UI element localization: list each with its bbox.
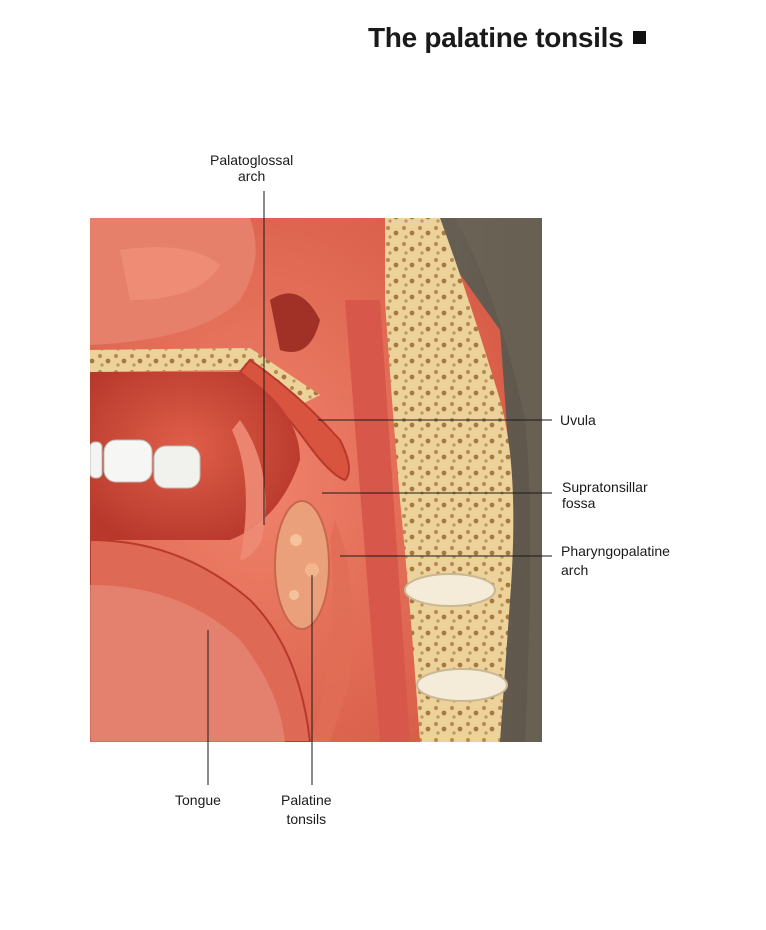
pharyngopalatine-fold xyxy=(310,520,353,742)
label-uvula: Uvula xyxy=(560,412,596,428)
page-title: The palatine tonsils xyxy=(368,22,647,54)
palatoglossal-fold xyxy=(232,420,266,560)
pharynx-wall xyxy=(345,300,410,742)
label-palatoglossal-arch: Palatoglossal arch xyxy=(210,152,294,184)
intervertebral-disc xyxy=(404,573,496,607)
leader-lines xyxy=(207,191,552,785)
label-pharyngopalatine-arch: Pharyngopalatine arch xyxy=(561,543,670,578)
teeth xyxy=(90,439,201,489)
label-supratonsillar-fossa: Supratonsillar fossa xyxy=(562,479,648,511)
page-title-text: The palatine tonsils xyxy=(368,22,624,53)
label-palatine-tonsils: Palatine tonsils xyxy=(281,792,332,827)
intervertebral-disc xyxy=(416,668,508,702)
label-tongue: Tongue xyxy=(175,792,221,808)
title-square-icon xyxy=(633,31,647,44)
cervical-spine xyxy=(385,218,514,742)
palatine-tonsil xyxy=(274,500,330,630)
nasopharynx-opening xyxy=(270,293,320,352)
illustration-panel xyxy=(90,218,542,742)
hard-palate xyxy=(90,348,320,405)
